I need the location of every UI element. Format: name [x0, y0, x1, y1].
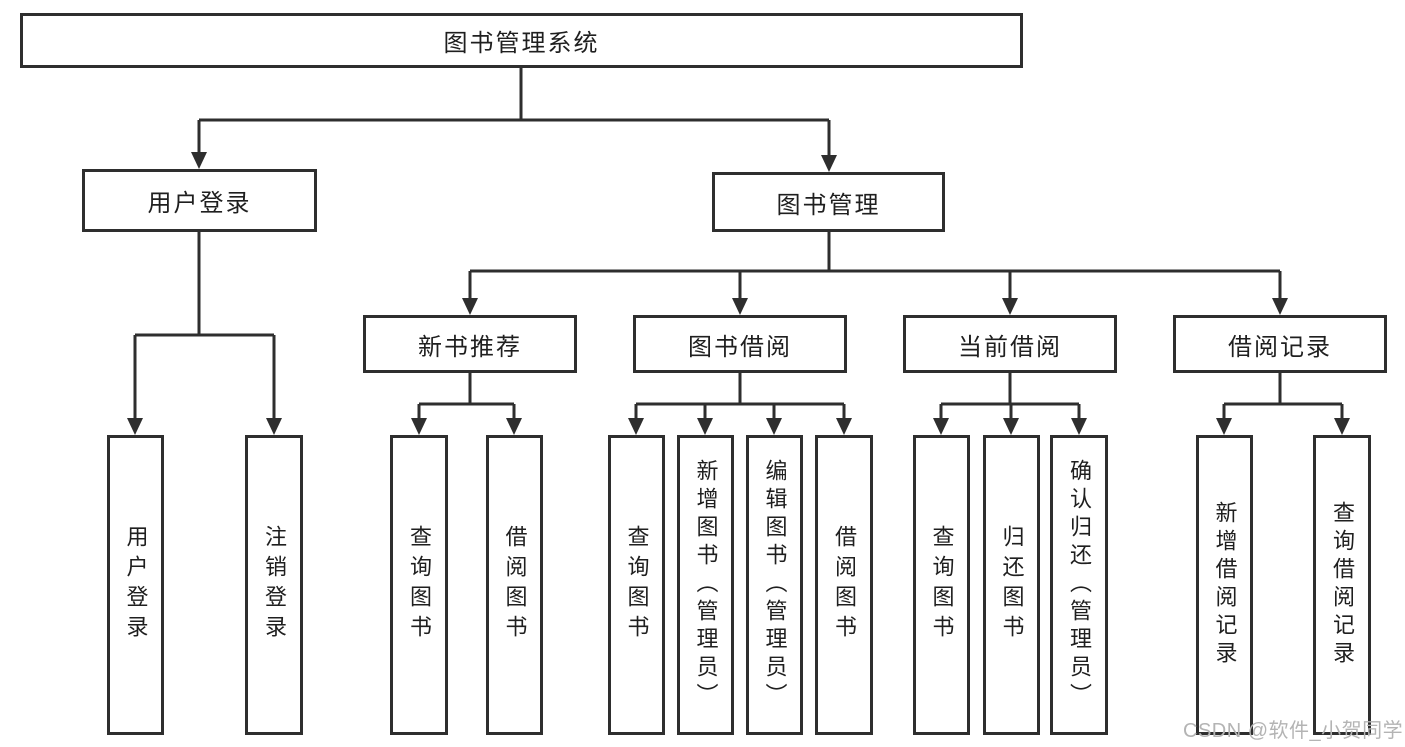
node-query-books-borrowing: 查询图书 — [608, 435, 665, 735]
node-borrow-books-recommend: 借阅图书 — [486, 435, 543, 735]
node-add-borrow-record-label: 新增借阅记录 — [1212, 501, 1238, 669]
node-borrow-books-borrowing: 借阅图书 — [815, 435, 873, 735]
node-query-books-current-label: 查询图书 — [929, 525, 955, 645]
node-query-books-current: 查询图书 — [913, 435, 970, 735]
node-book-management: 图书管理 — [712, 172, 945, 232]
csdn-watermark: CSDN @软件_小贺同学 — [1183, 720, 1404, 742]
node-query-books-recommend-label: 查询图书 — [407, 525, 432, 645]
node-library-management-system: 图书管理系统 — [20, 13, 1023, 68]
node-borrow-books-borrowing-label: 借阅图书 — [832, 525, 857, 645]
node-borrow-books-recommend-label: 借阅图书 — [502, 525, 528, 645]
node-current-borrowing: 当前借阅 — [903, 315, 1117, 373]
node-edit-books-admin: 编辑图书（管理员） — [746, 435, 803, 735]
node-user-login-label: 用户登录 — [147, 190, 252, 217]
connector-book-management-children — [462, 232, 1288, 315]
connector-new-book-children — [411, 373, 522, 435]
node-user-login: 用户登录 — [82, 169, 317, 232]
node-query-borrow-record: 查询借阅记录 — [1313, 435, 1371, 735]
node-return-books: 归还图书 — [983, 435, 1040, 735]
node-add-borrow-record: 新增借阅记录 — [1196, 435, 1253, 735]
node-add-books-admin-label: 新增图书（管理员） — [693, 459, 719, 711]
node-confirm-return-admin: 确认归还（管理员） — [1050, 435, 1108, 735]
node-user-login-item: 用户登录 — [107, 435, 164, 735]
node-book-management-label: 图书管理 — [776, 191, 881, 219]
connector-book-borrowing-children — [628, 373, 852, 435]
connector-borrowing-records-children — [1216, 373, 1350, 435]
node-borrowing-records-label: 借阅记录 — [1228, 333, 1332, 361]
node-edit-books-admin-label: 编辑图书（管理员） — [762, 459, 788, 711]
node-book-borrowing: 图书借阅 — [633, 315, 847, 373]
node-query-books-recommend: 查询图书 — [390, 435, 448, 735]
node-add-books-admin: 新增图书（管理员） — [677, 435, 734, 735]
node-confirm-return-admin-label: 确认归还（管理员） — [1067, 459, 1092, 711]
connector-current-borrowing-children — [933, 373, 1087, 435]
node-new-book-recommend: 新书推荐 — [363, 315, 577, 373]
connector-user-login-children — [127, 232, 282, 435]
node-logout-item-label: 注销登录 — [262, 525, 287, 645]
node-return-books-label: 归还图书 — [999, 525, 1025, 645]
connector-root — [191, 68, 837, 172]
node-new-book-recommend-label: 新书推荐 — [418, 333, 522, 361]
node-logout-item: 注销登录 — [245, 435, 303, 735]
node-library-management-system-label: 图书管理系统 — [443, 30, 600, 57]
node-book-borrowing-label: 图书借阅 — [688, 333, 792, 361]
node-current-borrowing-label: 当前借阅 — [958, 333, 1062, 361]
node-query-books-borrowing-label: 查询图书 — [624, 525, 650, 645]
node-query-borrow-record-label: 查询借阅记录 — [1330, 501, 1355, 669]
node-user-login-item-label: 用户登录 — [123, 525, 149, 645]
node-borrowing-records: 借阅记录 — [1173, 315, 1387, 373]
